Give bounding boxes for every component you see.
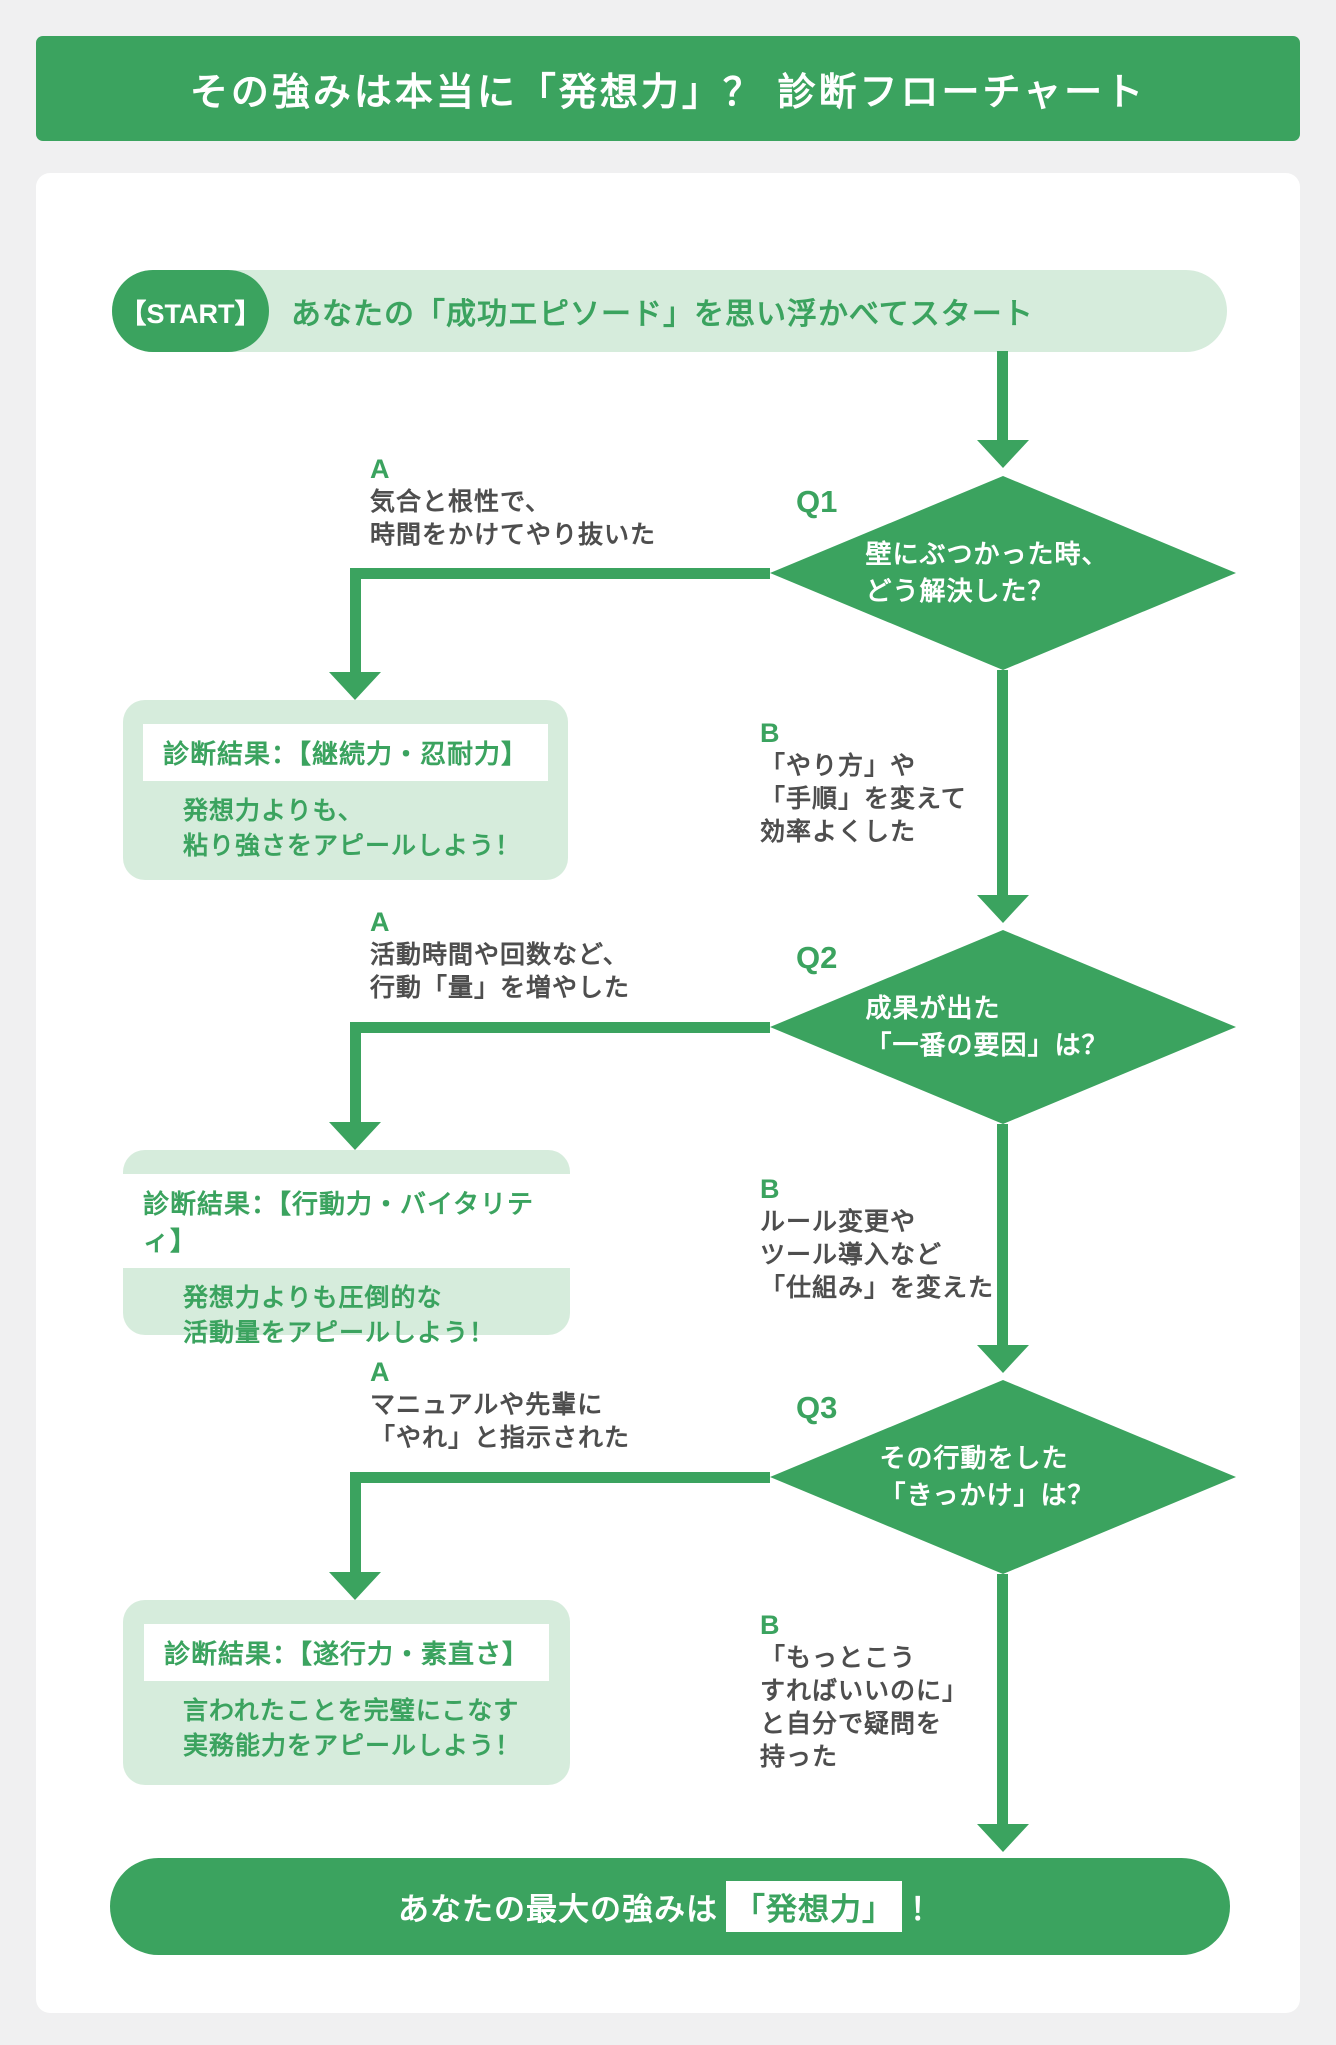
q1-branch-a-arrow-head: [329, 672, 381, 700]
q2-result-title: 診断結果：【行動力・バイタリティ】: [123, 1174, 570, 1268]
q1-result-line2: 粘り強さをアピールしよう！: [183, 832, 522, 860]
q2-branch-a-label: A: [370, 907, 390, 937]
page-title: その強みは本当に「発想力」？ 診断フローチャート: [189, 72, 1147, 114]
arrow-q1-to-q2-line: [997, 670, 1008, 895]
q2-result-line1: 発想力よりも圧倒的な: [183, 1284, 443, 1312]
q3-branch-b: B 「もっとこう すればいいのに」 と自分で疑問を 持った: [760, 1608, 968, 1774]
q1-branch-b-line2: 「手順」を変えて: [760, 785, 967, 813]
q3-branch-a-line2: 「やれ」と指示された: [370, 1424, 631, 1452]
q2-branch-b-label: B: [760, 1174, 780, 1204]
q3-result-line2: 実務能力をアピールしよう！: [183, 1732, 522, 1760]
q3-branch-a-connector-horizontal: [350, 1472, 770, 1483]
q3-branch-a-arrow-head: [329, 1572, 381, 1600]
q3-branch-b-line1: 「もっとこう: [760, 1644, 917, 1672]
q1-result-line1: 発想力よりも、: [183, 797, 364, 825]
q2-question-line2: 「一番の要因」は？: [865, 1030, 1109, 1060]
q3-branch-a-text: マニュアルや先輩に 「やれ」と指示された: [370, 1389, 630, 1455]
q3-result-title: 診断結果：【遂行力・素直さ】: [143, 1624, 549, 1681]
q3-branch-b-line2: すればいいのに」: [760, 1677, 969, 1705]
arrow-start-to-q1-line: [997, 351, 1008, 441]
q1-result-body: 発想力よりも、 粘り強さをアピールしよう！: [123, 794, 568, 864]
q3-label: Q3: [796, 1390, 838, 1425]
header-bar: その強みは本当に「発想力」？ 診断フローチャート: [36, 36, 1300, 141]
q1-branch-b-text: 「やり方」や 「手順」を変えて 効率よくした: [760, 750, 967, 849]
q2-result-body: 発想力よりも圧倒的な 活動量をアピールしよう！: [123, 1281, 570, 1351]
q1-branch-a-text: 気合と根性で、 時間をかけてやり抜いた: [370, 486, 656, 552]
q1-branch-a-connector-horizontal: [350, 568, 770, 579]
q2-result-line2: 活動量をアピールしよう！: [183, 1319, 496, 1347]
arrow-q3-to-final-head: [977, 1824, 1029, 1852]
q3-branch-b-label: B: [760, 1610, 780, 1640]
q3-question: その行動をした 「きっかけ」は？: [880, 1440, 1095, 1514]
q3-branch-a-line1: マニュアルや先輩に: [370, 1391, 604, 1419]
q1-branch-b-label: B: [760, 718, 780, 748]
q2-branch-a-line1: 活動時間や回数など、: [370, 941, 629, 969]
q3-branch-b-line3: と自分で疑問を: [760, 1710, 943, 1738]
final-text-suffix: ！: [910, 1892, 942, 1927]
start-row: 【START】 あなたの「成功エピソード」を思い浮かべてスタート: [112, 270, 1227, 352]
q2-result-box: 診断結果：【行動力・バイタリティ】 発想力よりも圧倒的な 活動量をアピールしよう…: [123, 1150, 570, 1347]
q2-branch-a: A 活動時間や回数など、 行動「量」を増やした: [370, 905, 630, 1005]
q2-branch-b-line1: ルール変更や: [760, 1208, 917, 1236]
final-highlight: 「発想力」: [726, 1881, 902, 1932]
q3-branch-a-connector-vertical: [350, 1472, 361, 1572]
q3-question-line2: 「きっかけ」は？: [879, 1480, 1095, 1510]
q2-branch-a-connector-horizontal: [350, 1022, 770, 1033]
final-text-prefix: あなたの最大の強みは: [398, 1892, 718, 1927]
q3-result-body: 言われたことを完璧にこなす 実務能力をアピールしよう！: [123, 1694, 570, 1764]
q3-branch-a: A マニュアルや先輩に 「やれ」と指示された: [370, 1355, 630, 1455]
q2-branch-b-line3: 「仕組み」を変えた: [760, 1274, 995, 1302]
q2-branch-b: B ルール変更や ツール導入など 「仕組み」を変えた: [760, 1172, 994, 1305]
q1-question: 壁にぶつかった時、 どう解決した？: [865, 536, 1108, 610]
q2-branch-a-text: 活動時間や回数など、 行動「量」を増やした: [370, 939, 630, 1005]
q3-question-line1: その行動をした: [879, 1443, 1069, 1473]
q2-question-line1: 成果が出た: [865, 993, 1001, 1023]
q1-branch-a-line1: 気合と根性で、: [370, 488, 552, 516]
q2-branch-a-connector-vertical: [350, 1022, 361, 1122]
q1-question-line1: 壁にぶつかった時、: [865, 539, 1109, 569]
arrow-q3-to-final-line: [997, 1574, 1008, 1824]
start-text: あなたの「成功エピソード」を思い浮かべてスタート: [291, 298, 1034, 331]
arrow-q2-to-q3-line: [997, 1124, 1008, 1345]
q1-branch-b-line1: 「やり方」や: [760, 752, 917, 780]
q2-branch-b-line2: ツール導入など: [760, 1241, 943, 1269]
q3-result-box: 診断結果：【遂行力・素直さ】 言われたことを完璧にこなす 実務能力をアピールしよ…: [123, 1600, 570, 1785]
q3-result-line1: 言われたことを完璧にこなす: [183, 1697, 520, 1725]
q2-branch-b-text: ルール変更や ツール導入など 「仕組み」を変えた: [760, 1206, 994, 1305]
q1-question-line2: どう解決した？: [865, 576, 1055, 606]
q2-label: Q2: [796, 940, 838, 975]
q3-branch-b-text: 「もっとこう すればいいのに」 と自分で疑問を 持った: [760, 1642, 968, 1774]
q1-result-box: 診断結果：【継続力・忍耐力】 発想力よりも、 粘り強さをアピールしよう！: [123, 700, 568, 880]
q1-result-title: 診断結果：【継続力・忍耐力】: [142, 724, 548, 781]
q2-question: 成果が出た 「一番の要因」は？: [865, 990, 1108, 1064]
q2-branch-a-line2: 行動「量」を増やした: [370, 974, 631, 1002]
q1-label: Q1: [796, 484, 838, 519]
q1-branch-a: A 気合と根性で、 時間をかけてやり抜いた: [370, 452, 656, 552]
arrow-start-to-q1-head: [977, 440, 1029, 468]
start-badge: 【START】: [112, 270, 269, 352]
final-banner: あなたの最大の強みは 「発想力」 ！: [110, 1858, 1230, 1955]
q3-branch-b-line4: 持った: [760, 1743, 839, 1771]
q1-branch-a-connector-vertical: [350, 568, 361, 672]
arrow-q1-to-q2-head: [977, 895, 1029, 923]
q1-branch-b: B 「やり方」や 「手順」を変えて 効率よくした: [760, 716, 967, 849]
q1-branch-a-line2: 時間をかけてやり抜いた: [370, 521, 657, 549]
arrow-q2-to-q3-head: [977, 1345, 1029, 1373]
q1-branch-b-line3: 効率よくした: [760, 818, 917, 846]
q2-branch-a-arrow-head: [329, 1122, 381, 1150]
q1-branch-a-label: A: [370, 454, 390, 484]
q3-branch-a-label: A: [370, 1357, 390, 1387]
